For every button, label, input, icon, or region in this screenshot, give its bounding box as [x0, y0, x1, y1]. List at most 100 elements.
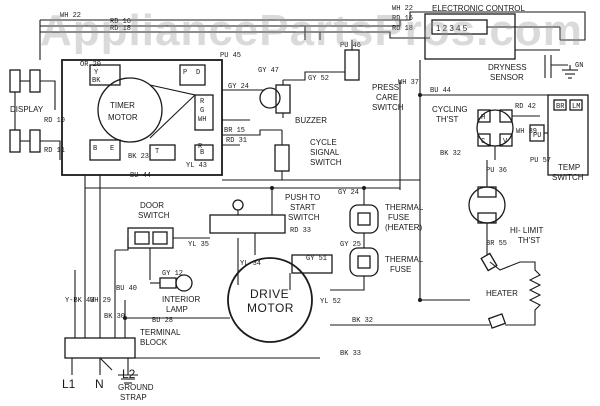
wire-yl35: YL 35	[188, 241, 209, 249]
label-tb-1: TERMINAL	[140, 328, 181, 337]
right-bus	[85, 60, 560, 300]
term-v: V	[503, 138, 508, 146]
term-wh: WH	[198, 116, 206, 124]
wire-bk32-right: BK 32	[440, 150, 461, 158]
wire-br15: BR 15	[224, 127, 245, 135]
cycle-signal-switch	[240, 129, 290, 180]
wire-gy51: GY 51	[306, 255, 327, 263]
term-lm: LM	[572, 103, 580, 111]
label-tfh-1: THERMAL	[385, 203, 424, 212]
term-b: B	[93, 145, 97, 153]
wire-rd11: RD 11	[44, 147, 65, 155]
wire-rd10: RD 10	[44, 117, 65, 125]
label-press-3: SWITCH	[372, 103, 404, 112]
label-lamp-1: INTERIOR	[162, 295, 200, 304]
wire-wh22-top: WH 22	[60, 12, 81, 20]
wire-bu28: BU 28	[152, 317, 173, 325]
wire-bk32-bottom: BK 32	[352, 317, 373, 325]
label-push-2: START	[290, 203, 316, 212]
label-cycle-2: SIGNAL	[310, 148, 340, 157]
label-tf-1: THERMAL	[385, 255, 424, 264]
label-n: N	[95, 377, 104, 391]
term-br: BR	[556, 103, 565, 111]
wire-labels: WH 22 WH 22 RD 16 RD 18 RD 16 RD 18 OR 2…	[44, 5, 551, 358]
label-heater: HEATER	[486, 289, 518, 298]
wire-gy52: GY 52	[308, 75, 329, 83]
wire-rd16-top: RD 16	[110, 18, 131, 26]
label-timer-2: MOTOR	[108, 113, 138, 122]
wire-bu44-left: BU 44	[130, 172, 151, 180]
label-cycling-1: CYCLING	[432, 105, 468, 114]
term-p: P	[183, 69, 187, 77]
wire-rd31: RD 31	[226, 137, 247, 145]
hi-limit-thermostat	[468, 160, 506, 255]
wire-bu40: BU 40	[116, 285, 137, 293]
dryness-sensor	[544, 55, 578, 79]
wire-yl43: YL 43	[186, 162, 207, 170]
thermal-fuses	[330, 188, 379, 291]
wire-br55: BR 55	[486, 240, 507, 248]
wire-yl34: YL 34	[240, 260, 261, 268]
label-gn: GN	[575, 62, 583, 70]
term-d: D	[196, 69, 200, 77]
term-r: R	[200, 98, 205, 106]
label-drive-2: MOTOR	[247, 301, 294, 315]
wire-rd42: RD 42	[515, 103, 536, 111]
top-wires	[39, 11, 586, 60]
wire-bu44-right: BU 44	[430, 87, 451, 95]
label-lamp-2: LAMP	[166, 305, 188, 314]
wire-bk30: BK 30	[104, 313, 125, 321]
wire-pu57: PU 57	[530, 157, 551, 165]
heater-element	[330, 252, 542, 329]
label-drive-1: DRIVE	[250, 287, 289, 301]
label-ground-1: GROUND	[118, 383, 154, 392]
label-tf-2: FUSE	[390, 265, 411, 274]
label-cycling-2: TH'ST	[436, 115, 459, 124]
wire-rd18-right: RD 18	[392, 25, 413, 33]
label-door-2: SWITCH	[138, 211, 170, 220]
label-timer-1: TIMER	[110, 101, 135, 110]
label-press-1: PRESS	[372, 83, 399, 92]
wire-bk33: BK 33	[340, 350, 361, 358]
wire-wh22-right: WH 22	[392, 5, 413, 13]
label-l2: L2	[122, 367, 136, 381]
wire-ybk43: Y-BK 43	[65, 297, 94, 305]
term-bk: BK	[92, 77, 101, 85]
wire-bk23: BK 23	[128, 153, 149, 161]
press-care-switch	[344, 40, 360, 81]
component-labels: DISPLAY TIMER MOTOR ELECTRONIC CONTROL 1…	[10, 4, 584, 402]
term-t: T	[155, 148, 159, 156]
label-push-3: SWITCH	[288, 213, 320, 222]
terminal-letters: Y BK P D R G WH B E T B R BR LM PU H V C	[92, 69, 580, 157]
term-y: Y	[94, 69, 99, 77]
wire-wh39: WH 39	[516, 128, 537, 136]
label-dryness-1: DRYNESS	[488, 63, 527, 72]
timer-motor-block	[61, 59, 265, 176]
wire-gy12: GY 12	[162, 270, 183, 278]
label-temp-1: TEMP	[558, 163, 580, 172]
term-pu: PU	[533, 132, 541, 140]
term-e: E	[110, 145, 114, 153]
wire-wh29: WH 29	[90, 297, 111, 305]
wire-pu46: PU 46	[340, 42, 361, 50]
label-tfh-3: (HEATER)	[385, 223, 423, 232]
term-h: H	[481, 114, 485, 122]
label-buzzer: BUZZER	[295, 116, 327, 125]
term-r2: R	[198, 143, 203, 151]
term-g: G	[200, 107, 204, 115]
wire-gy47: GY 47	[258, 67, 279, 75]
label-dryness-2: SENSOR	[490, 73, 524, 82]
temp-switch	[529, 94, 589, 176]
wire-gy24-mid: GY 24	[338, 189, 359, 197]
label-display: DISPLAY	[10, 105, 44, 114]
push-to-start-switch	[209, 188, 286, 255]
label-tb-2: BLOCK	[140, 338, 168, 347]
terminal-block-area	[64, 175, 320, 384]
wire-pu45: PU 45	[220, 52, 241, 60]
wire-rd16-right: RD 16	[392, 15, 413, 23]
wire-or20: OR 20	[80, 61, 101, 69]
wire-yl52: YL 52	[320, 298, 341, 306]
interior-lamp	[150, 274, 193, 292]
label-press-2: CARE	[376, 93, 398, 102]
